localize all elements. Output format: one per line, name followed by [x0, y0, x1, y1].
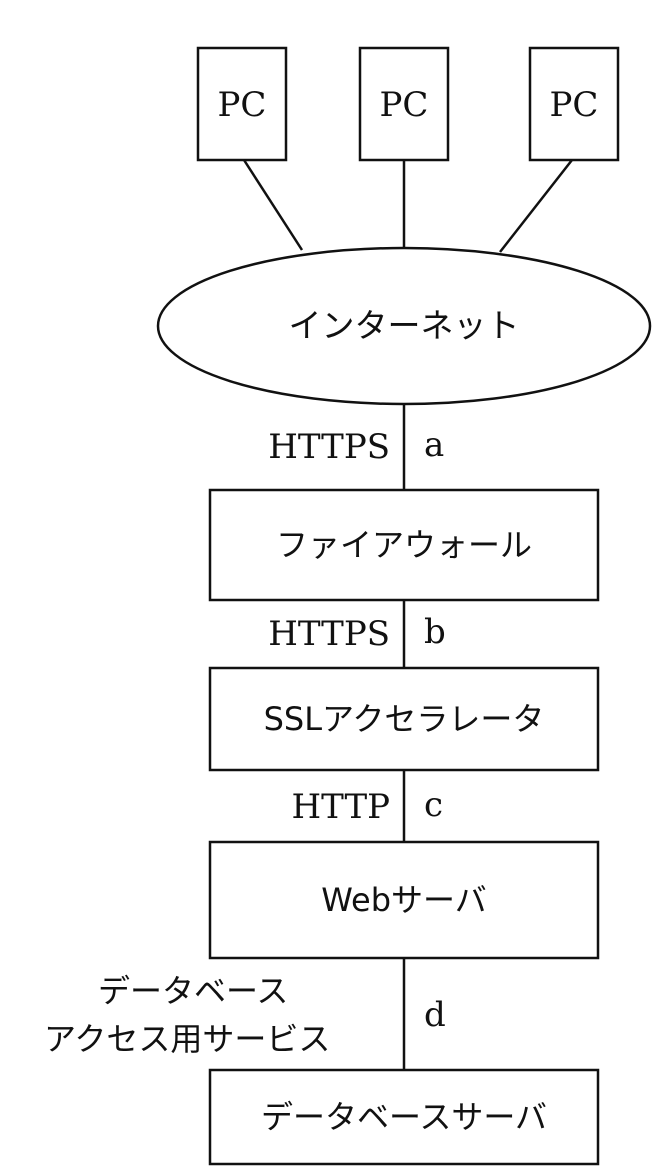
- link-pc3: [499, 159, 573, 253]
- link-d-id: d: [424, 995, 446, 1035]
- db-server-label: データベースサーバ: [260, 1098, 548, 1136]
- web-server-label: Webサーバ: [321, 881, 487, 919]
- pc-label-2: PC: [379, 85, 429, 125]
- pc-box-1: [196, 46, 288, 162]
- link-a-protocol: HTTPS: [268, 427, 390, 467]
- pc-box-3: [528, 46, 620, 162]
- link-d-protocol-line1: データベース: [98, 972, 289, 1010]
- link-c-protocol: HTTP: [291, 787, 390, 827]
- link-pc1: [242, 159, 304, 251]
- link-b-id: b: [424, 612, 446, 652]
- link-b-protocol: HTTPS: [268, 614, 390, 654]
- pc-label-1: PC: [217, 85, 267, 125]
- pc-label-3: PC: [549, 85, 599, 125]
- ssl-accelerator-label: SSLアクセラレータ: [263, 700, 545, 738]
- firewall-label: ファイアウォール: [275, 526, 533, 564]
- internet-label: インターネット: [288, 306, 520, 345]
- db-box: [208, 1068, 600, 1166]
- link-d-protocol-line2: アクセス用サービス: [44, 1020, 331, 1058]
- link-a-id: a: [424, 425, 445, 465]
- link-c-id: c: [424, 785, 444, 825]
